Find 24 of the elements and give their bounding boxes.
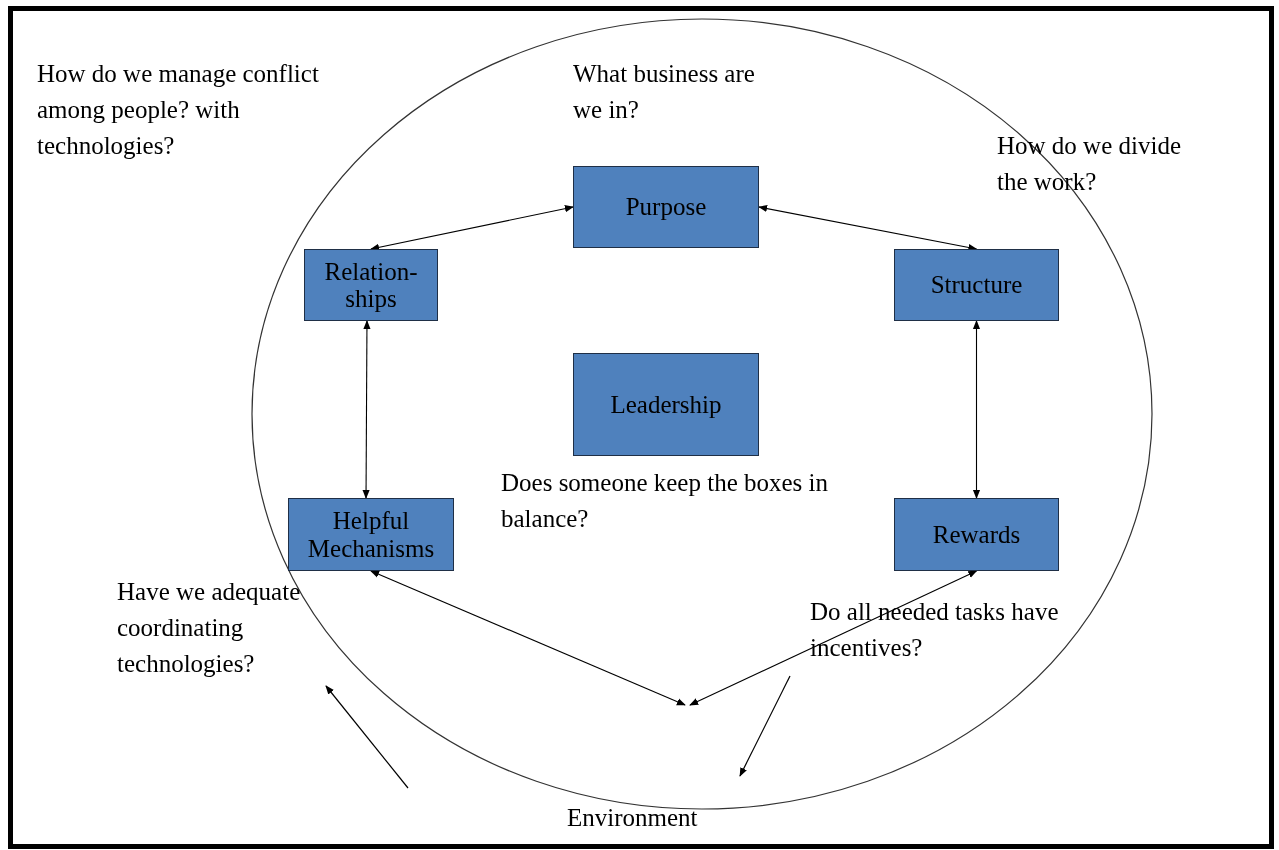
question-text: What business are we in? <box>573 59 756 125</box>
double-arrow <box>362 320 371 499</box>
component-box <box>894 249 1059 321</box>
box-label: Structure <box>930 271 1023 299</box>
double-arrow <box>370 570 686 706</box>
component-box <box>304 249 438 321</box>
box-label: Leadership <box>610 390 722 419</box>
double-arrow <box>758 205 978 251</box>
box-label: Rewards <box>932 520 1021 549</box>
component-box <box>894 498 1059 571</box>
question-text: How do we manage conflict among people? with technologies? <box>37 59 320 161</box>
double-arrow <box>370 205 574 251</box>
box-label: Relation- ships <box>323 257 419 313</box>
question-text: Have we adequate coordinating technologies? <box>117 577 302 679</box>
component-box <box>573 166 759 248</box>
question-text: Environment <box>567 803 699 833</box>
component-box <box>573 353 759 456</box>
component-box <box>288 498 454 571</box>
double-arrow <box>972 320 981 499</box>
box-label: Helpful Mechanisms <box>306 507 436 562</box>
box-label: Purpose <box>625 193 707 221</box>
question-text: Does someone keep the boxes in balance? <box>501 468 829 534</box>
double-arrow <box>689 570 978 706</box>
question-text: Do all needed tasks have incentives? <box>810 597 1060 663</box>
